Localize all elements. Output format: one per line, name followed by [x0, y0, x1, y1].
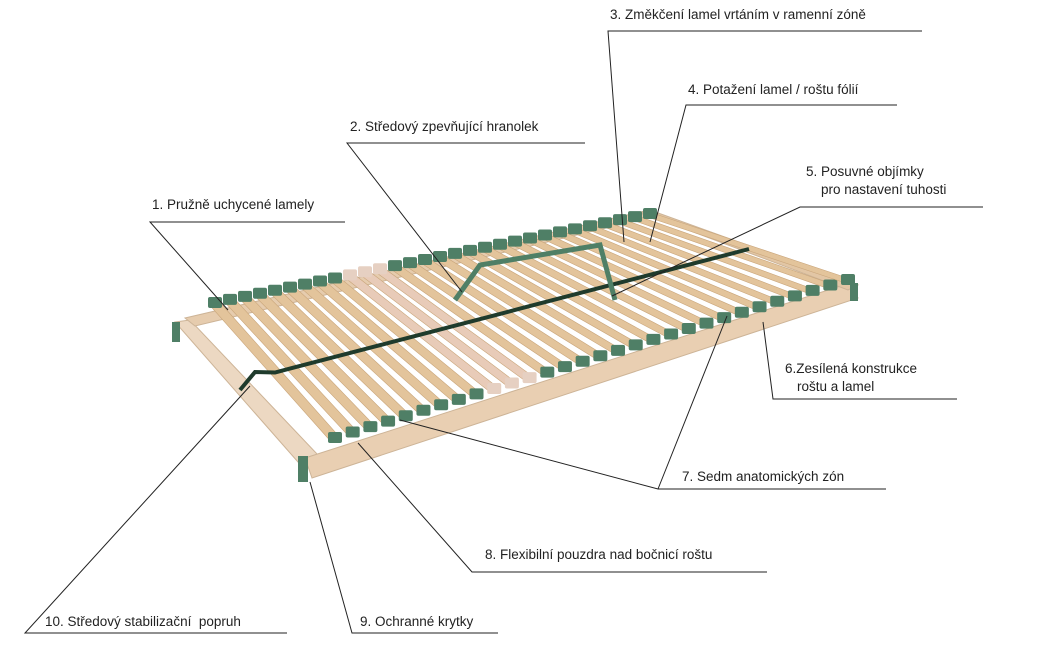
slat-holder — [646, 333, 661, 345]
slat-holder — [363, 421, 378, 433]
label-10: 10. Středový stabilizační popruh — [45, 614, 241, 629]
slat-holder — [734, 306, 749, 318]
slat-holder — [504, 377, 519, 389]
slat-holder — [553, 226, 567, 238]
slat-holder — [643, 208, 657, 219]
slat-holder — [463, 244, 477, 256]
stiffness-sliders — [452, 242, 618, 302]
slat-holder — [568, 223, 582, 235]
slat-holder — [373, 263, 387, 275]
slat-holder — [823, 279, 838, 291]
label-2: 2. Středový zpevňující hranolek — [350, 119, 539, 134]
slat-holder — [628, 339, 643, 351]
leader-line-10 — [23, 385, 287, 634]
slat-holder — [403, 257, 417, 269]
slat-holder — [611, 344, 626, 356]
slat-holder — [508, 235, 522, 247]
protective-cap — [298, 456, 308, 482]
protective-cap — [850, 283, 858, 301]
slat-holder — [313, 275, 327, 287]
protective-cap — [172, 322, 180, 342]
slat-holder — [613, 214, 627, 226]
slat-holder — [451, 393, 466, 405]
slat-holder — [328, 432, 342, 443]
leader-line-9 — [309, 481, 498, 634]
slat-holder — [628, 211, 642, 223]
slat-holder — [593, 350, 608, 362]
label-6-line2: roštu a lamel — [797, 379, 875, 394]
label-7: 7. Sedm anatomických zón — [682, 469, 845, 484]
slat-holder — [557, 361, 572, 373]
slat-holder — [478, 241, 492, 253]
label-5-line2: pro nastavení tuhosti — [821, 182, 947, 197]
label-9: 9. Ochranné krytky — [360, 614, 474, 629]
slat-holder — [523, 232, 537, 244]
slat-holder — [469, 388, 484, 400]
slat-holder — [298, 278, 312, 290]
slat-holder — [268, 284, 282, 296]
label-5-line1: 5. Posuvné objímky — [806, 164, 924, 179]
slat-holder — [575, 355, 590, 367]
slat-holder — [388, 260, 402, 272]
slat-holder — [583, 220, 597, 232]
leader-line-8 — [357, 442, 767, 573]
slat-holder — [787, 290, 802, 302]
slat-holder — [598, 217, 612, 229]
label-8: 8. Flexibilní pouzdra nad bočnicí roštu — [485, 547, 713, 562]
slat-holder — [522, 372, 537, 384]
slat-holder — [681, 323, 696, 335]
slat-holder — [717, 312, 732, 324]
slat-holder — [448, 247, 462, 259]
slat-holder — [805, 284, 820, 296]
slat-holder — [253, 287, 267, 299]
label-1: 1. Pružně uchycené lamely — [152, 197, 315, 212]
slat-holder — [770, 295, 785, 307]
slat-holder — [328, 272, 342, 284]
slat-holder — [398, 410, 413, 422]
leader-line-2 — [345, 142, 585, 293]
leader-line-3 — [607, 30, 922, 243]
slat-holder — [283, 281, 297, 293]
label-3: 3. Změkčení lamel vrtáním v ramenní zóně — [610, 7, 866, 22]
label-4: 4. Potažení lamel / roštu fólií — [688, 82, 859, 97]
leader-line-4 — [649, 104, 897, 243]
leader-line-1 — [148, 221, 345, 311]
slats — [208, 208, 855, 443]
slat-holder — [493, 238, 507, 250]
slat-holder — [841, 274, 855, 285]
slat-holder — [345, 426, 360, 438]
slat-holder — [238, 290, 252, 302]
slat-holder — [538, 229, 552, 241]
slat-holder — [343, 269, 357, 281]
slat-holder — [752, 301, 767, 313]
slat-holder — [208, 297, 222, 308]
leader-line-5 — [611, 206, 983, 297]
leader-line-6 — [762, 321, 957, 400]
slat-holder — [487, 382, 502, 394]
slat-holder — [434, 399, 449, 411]
label-6-line1: 6.Zesílená konstrukce — [785, 361, 918, 376]
leader-line-7b — [657, 315, 728, 490]
slat-holder — [358, 266, 372, 278]
slat-holder — [418, 254, 432, 266]
slat-holder — [381, 415, 396, 427]
slat-holder — [416, 404, 431, 416]
slat-holder — [223, 293, 237, 305]
slat-holder — [699, 317, 714, 329]
leader-lines — [23, 30, 983, 634]
slat-holder — [664, 328, 679, 340]
slat-holder — [540, 366, 555, 378]
